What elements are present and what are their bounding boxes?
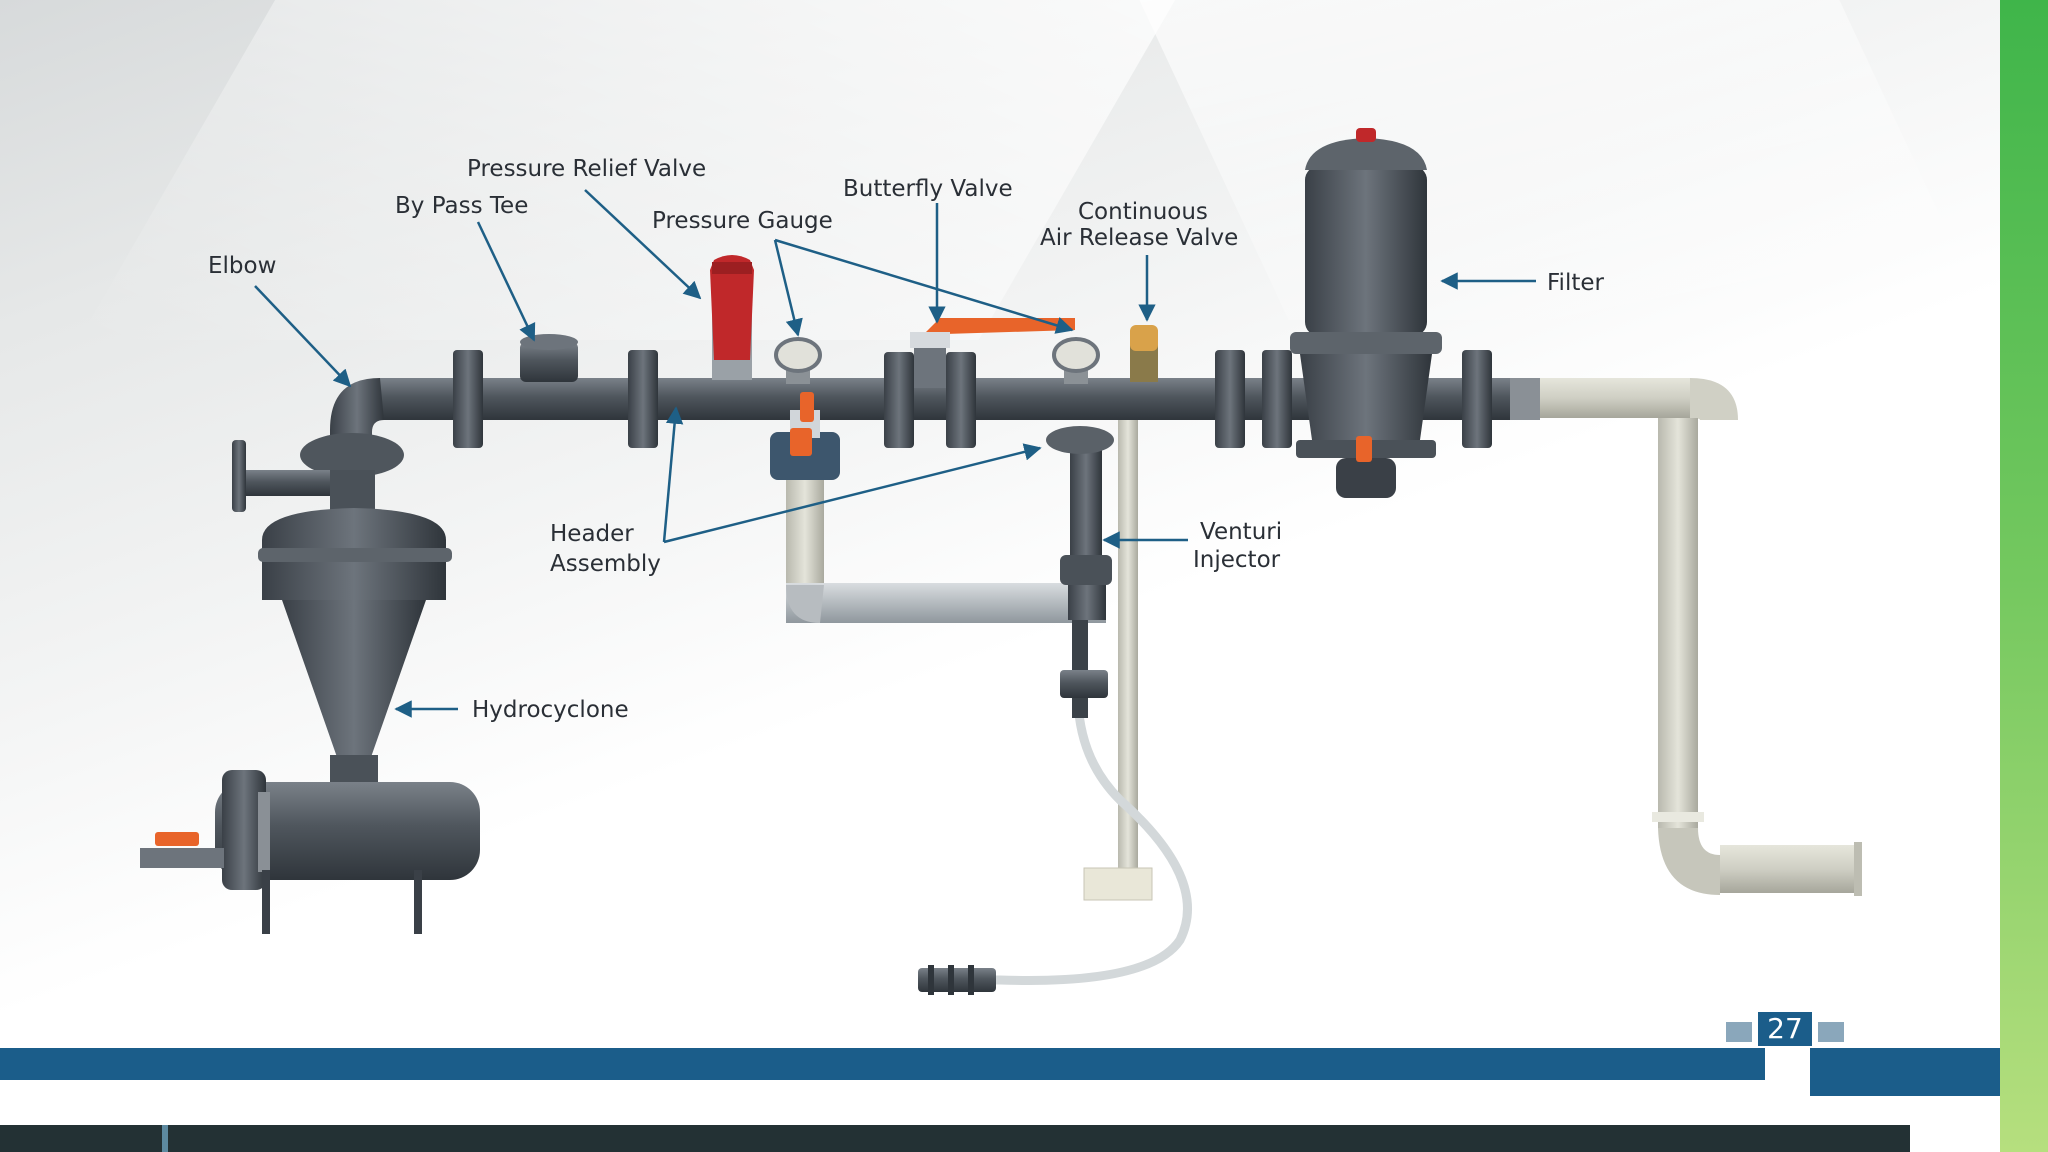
label-header-line1: Header bbox=[550, 521, 634, 547]
footer-band-right bbox=[1810, 1048, 2000, 1096]
bypass-pipe bbox=[786, 470, 1106, 623]
page-number-decoration bbox=[1818, 1022, 1844, 1042]
air-release-valve bbox=[1130, 325, 1158, 382]
outlet-pipe bbox=[1540, 378, 1862, 896]
bypass-tee-arrow bbox=[476, 221, 536, 342]
relief-valve-arrow bbox=[584, 189, 702, 300]
pressure-gauge-right bbox=[1052, 337, 1100, 384]
label-venturi-line2: Injector bbox=[1193, 547, 1281, 573]
page-number: 27 bbox=[1758, 1012, 1812, 1046]
labels: Elbow By Pass Tee Pressure Relief Valve … bbox=[208, 156, 1605, 723]
irrigation-header-diagram: Elbow By Pass Tee Pressure Relief Valve … bbox=[140, 128, 1862, 995]
label-header-line2: Assembly bbox=[550, 551, 661, 577]
pressure-gauge-left bbox=[774, 337, 822, 384]
suction-hose bbox=[918, 699, 1192, 995]
footer-band bbox=[0, 1048, 1765, 1080]
gauge-arrow-right bbox=[774, 238, 1074, 334]
elbow-arrow bbox=[254, 285, 352, 388]
label-air-release-line2: Air Release Valve bbox=[1040, 225, 1238, 251]
page-number-decoration bbox=[1726, 1022, 1752, 1042]
label-venturi-line1: Venturi bbox=[1200, 519, 1282, 545]
label-pressure-gauge: Pressure Gauge bbox=[652, 208, 833, 234]
support-post bbox=[1083, 420, 1153, 901]
label-bypass-tee: By Pass Tee bbox=[395, 193, 528, 219]
hydrocyclone bbox=[140, 433, 480, 934]
header-arrow-right bbox=[663, 443, 1042, 544]
gauge-arrow-left bbox=[773, 239, 803, 337]
butterfly-valve bbox=[910, 318, 1075, 388]
label-pressure-relief-valve: Pressure Relief Valve bbox=[467, 156, 706, 182]
dark-footer-bar bbox=[0, 1125, 1910, 1152]
label-air-release-line1: Continuous bbox=[1078, 199, 1208, 225]
filter bbox=[1290, 128, 1442, 498]
pressure-relief-valve bbox=[710, 255, 754, 380]
label-elbow: Elbow bbox=[208, 253, 276, 279]
footer-accent-line bbox=[162, 1125, 168, 1152]
ball-valve bbox=[770, 392, 840, 480]
label-butterfly-valve: Butterfly Valve bbox=[843, 176, 1013, 202]
label-filter: Filter bbox=[1547, 270, 1605, 296]
label-hydrocyclone: Hydrocyclone bbox=[472, 697, 629, 723]
green-side-stripe bbox=[2000, 0, 2048, 1152]
header-arrow-left bbox=[662, 406, 684, 543]
venturi-injector bbox=[1046, 426, 1114, 718]
leader-lines bbox=[254, 189, 1536, 718]
